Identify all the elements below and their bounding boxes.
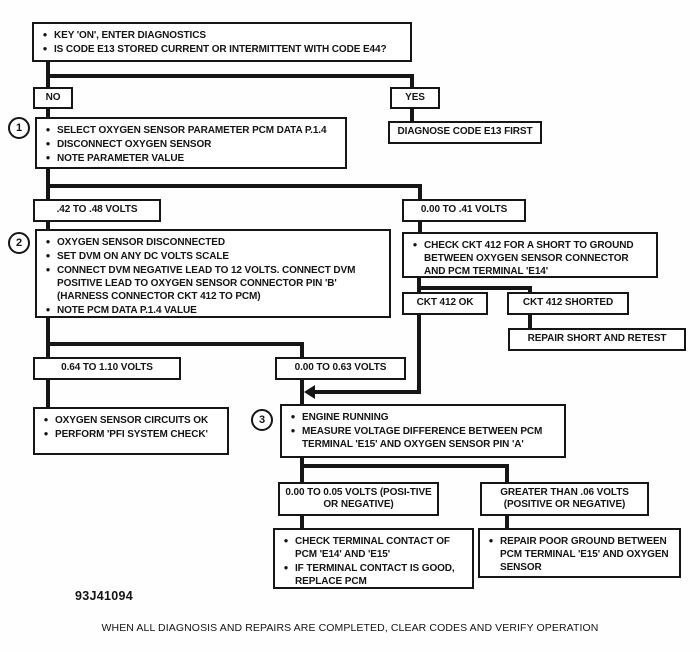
bullet-item: ● NOTE PCM DATA P.1.4 VALUE xyxy=(39,304,383,317)
connector-line xyxy=(528,286,532,293)
node-repair-ground: ● REPAIR POOR GROUND BETWEEN PCM TERMINA… xyxy=(478,528,681,578)
bullet-icon: ● xyxy=(43,429,49,438)
connector-line xyxy=(300,379,304,405)
node-no: NO xyxy=(33,87,73,109)
bullet-icon: ● xyxy=(43,415,49,424)
bullet-item: ● DISCONNECT OXYGEN SENSOR xyxy=(39,138,339,151)
connector-line xyxy=(505,515,509,529)
bullet-icon: ● xyxy=(283,563,289,572)
bullet-item: ● PERFORM 'PFI SYSTEM CHECK' xyxy=(37,428,221,441)
connector-line xyxy=(300,464,509,468)
bullet-icon: ● xyxy=(42,30,48,39)
bullet-icon: ● xyxy=(45,139,51,148)
node-greater-006: GREATER THAN .06 VOLTS (POSITIVE OR NEGA… xyxy=(480,482,649,516)
bullet-item: ● REPAIR POOR GROUND BETWEEN PCM TERMINA… xyxy=(482,535,673,574)
bullet-item: ● MEASURE VOLTAGE DIFFERENCE BETWEEN PCM… xyxy=(284,425,558,451)
bullet-item: ● CHECK CKT 412 FOR A SHORT TO GROUND BE… xyxy=(406,239,650,278)
connector-line xyxy=(46,342,50,358)
bullet-icon: ● xyxy=(45,251,51,260)
step-number-badge: 2 xyxy=(8,232,30,254)
bullet-item: ● OXYGEN SENSOR DISCONNECTED xyxy=(39,236,383,249)
bullet-icon: ● xyxy=(290,426,296,435)
node-volts-000-005: 0.00 TO 0.05 VOLTS (POSI-TIVE OR NEGATIV… xyxy=(278,482,439,516)
node-circuits-ok: ● OXYGEN SENSOR CIRCUITS OK ● PERFORM 'P… xyxy=(33,407,229,455)
connector-line xyxy=(417,314,421,394)
connector-line xyxy=(300,457,304,468)
node-step2: ● OXYGEN SENSOR DISCONNECTED ● SET DVM O… xyxy=(35,229,391,318)
node-step3: ● ENGINE RUNNING ● MEASURE VOLTAGE DIFFE… xyxy=(280,404,566,458)
bullet-icon: ● xyxy=(412,240,418,249)
bullet-item: ● SET DVM ON ANY DC VOLTS SCALE xyxy=(39,250,383,263)
node-repair-short: REPAIR SHORT AND RETEST xyxy=(508,328,686,351)
footer-note: WHEN ALL DIAGNOSIS AND REPAIRS ARE COMPL… xyxy=(101,622,599,634)
bullet-item: ● NOTE PARAMETER VALUE xyxy=(39,152,339,165)
connector-line xyxy=(300,464,304,483)
bullet-item: ● IF TERMINAL CONTACT IS GOOD, REPLACE P… xyxy=(277,562,466,588)
connector-line xyxy=(46,221,50,230)
bullet-icon: ● xyxy=(45,237,51,246)
bullet-icon: ● xyxy=(45,305,51,314)
connector-line xyxy=(46,108,50,118)
node-volts-000-063: 0.00 TO 0.63 VOLTS xyxy=(275,357,406,380)
bullet-icon: ● xyxy=(283,536,289,545)
node-volts-42-48: .42 TO .48 VOLTS xyxy=(33,199,161,222)
connector-line xyxy=(410,74,414,87)
node-volts-064-110: 0.64 TO 1.10 VOLTS xyxy=(33,357,181,380)
connector-line xyxy=(46,317,50,346)
node-start: ● KEY 'ON', ENTER DIAGNOSTICS ● IS CODE … xyxy=(32,22,412,62)
node-check-ckt412: ● CHECK CKT 412 FOR A SHORT TO GROUND BE… xyxy=(402,232,658,278)
bullet-item: ● CHECK TERMINAL CONTACT OF PCM 'E14' AN… xyxy=(277,535,466,561)
connector-line xyxy=(417,286,421,293)
bullet-item: ● OXYGEN SENSOR CIRCUITS OK xyxy=(37,414,221,427)
connector-line xyxy=(418,184,422,200)
connector-line xyxy=(528,314,532,329)
bullet-item: ● KEY 'ON', ENTER DIAGNOSTICS xyxy=(36,29,404,42)
connector-line xyxy=(46,184,50,200)
bullet-item: ● SELECT OXYGEN SENSOR PARAMETER PCM DAT… xyxy=(39,124,339,137)
connector-line xyxy=(300,515,304,529)
connector-line xyxy=(46,379,50,408)
bullet-item: ● IS CODE E13 STORED CURRENT OR INTERMIT… xyxy=(36,43,404,56)
step-number-badge: 3 xyxy=(251,409,273,431)
node-ckt412-shorted: CKT 412 SHORTED xyxy=(507,292,629,315)
connector-line xyxy=(417,286,532,290)
connector-line xyxy=(300,342,304,358)
bullet-item: ● ENGINE RUNNING xyxy=(284,411,558,424)
bullet-icon: ● xyxy=(45,265,51,274)
connector-line xyxy=(46,62,50,78)
bullet-icon: ● xyxy=(42,44,48,53)
bullet-item: ● CONNECT DVM NEGATIVE LEAD TO 12 VOLTS.… xyxy=(39,264,383,303)
connector-line xyxy=(313,390,420,394)
connector-line xyxy=(417,277,421,290)
step-number-badge: 1 xyxy=(8,117,30,139)
connector-line xyxy=(418,221,422,233)
figure-code: 93J41094 xyxy=(75,589,134,603)
connector-line xyxy=(46,184,422,188)
bullet-icon: ● xyxy=(290,412,296,421)
bullet-icon: ● xyxy=(488,536,494,545)
connector-line xyxy=(46,74,50,87)
node-diagnose-e13: DIAGNOSE CODE E13 FIRST xyxy=(388,121,542,144)
bullet-icon: ● xyxy=(45,125,51,134)
connector-line xyxy=(46,74,414,78)
connector-line xyxy=(505,464,509,483)
node-ckt412-ok: CKT 412 OK xyxy=(402,292,488,315)
node-step1: ● SELECT OXYGEN SENSOR PARAMETER PCM DAT… xyxy=(35,117,347,169)
connector-line xyxy=(46,342,304,346)
arrowhead-left-icon xyxy=(304,385,315,399)
node-volts-000-41: 0.00 TO .41 VOLTS xyxy=(402,199,526,222)
node-yes: YES xyxy=(390,87,440,109)
connector-line xyxy=(410,108,414,122)
bullet-icon: ● xyxy=(45,153,51,162)
node-check-terminal: ● CHECK TERMINAL CONTACT OF PCM 'E14' AN… xyxy=(273,528,474,589)
connector-line xyxy=(46,168,50,188)
